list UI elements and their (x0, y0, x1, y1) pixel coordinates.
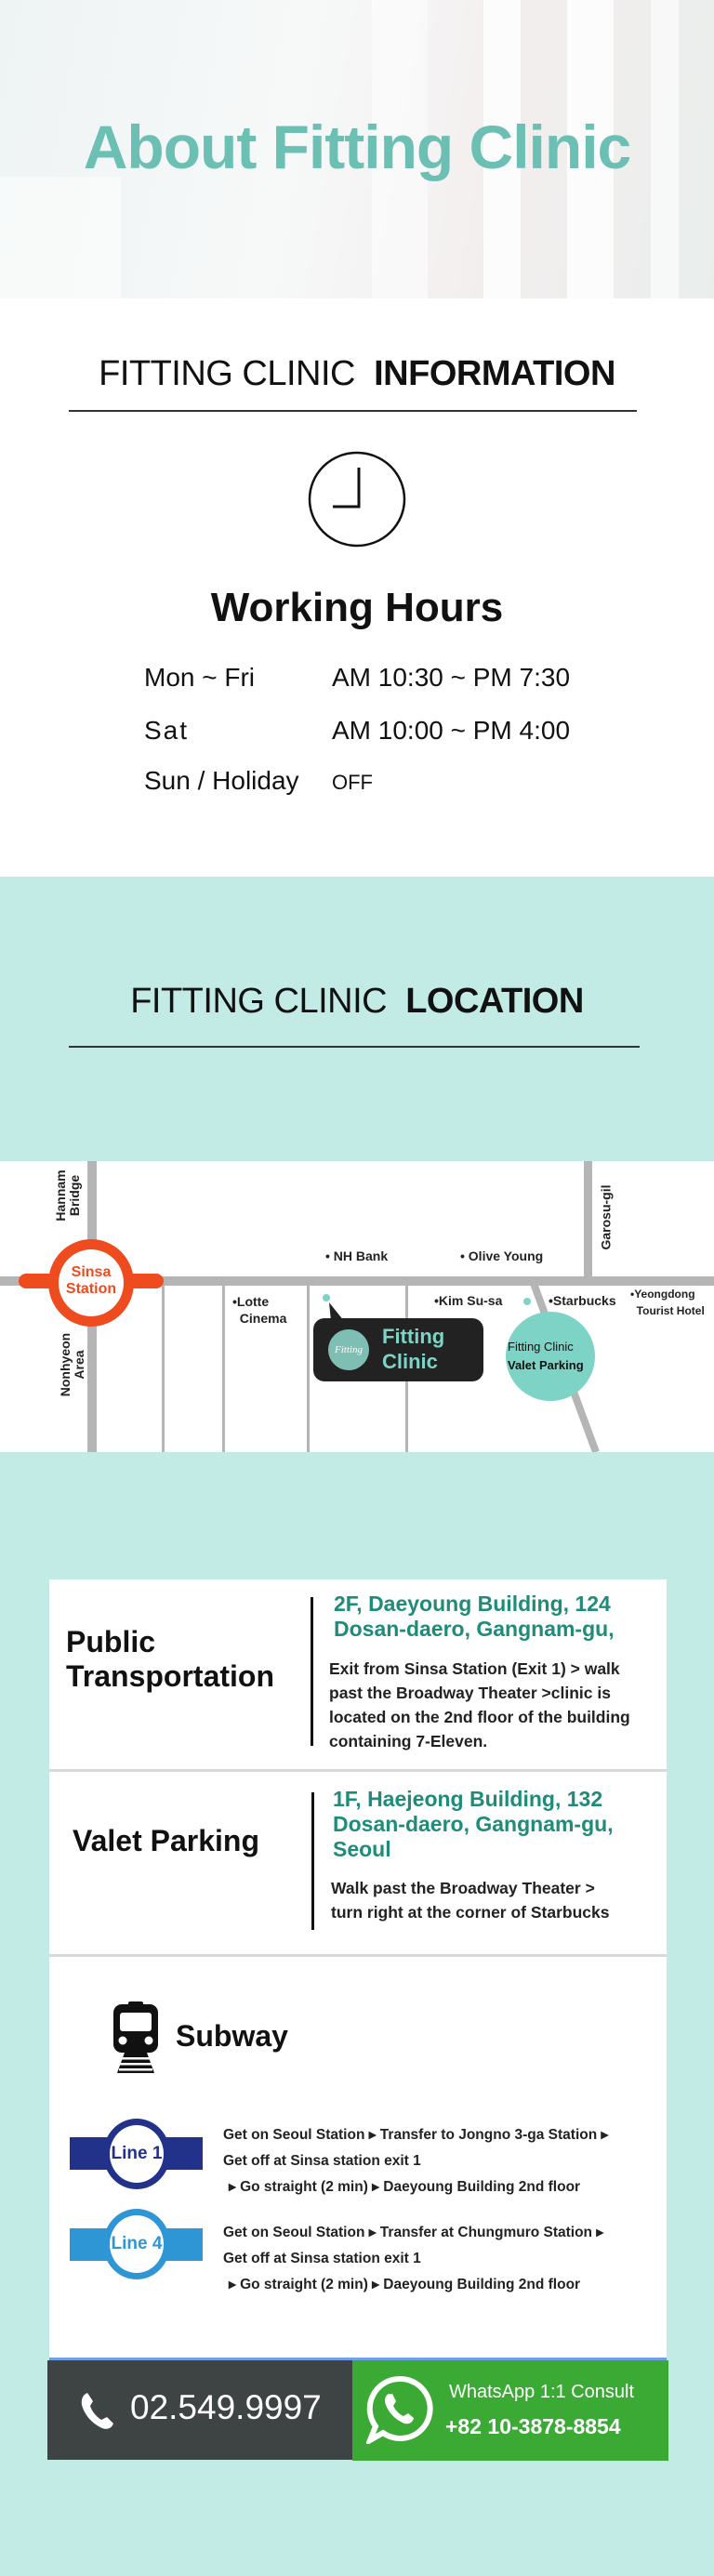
line-1-steps: Get on Seoul Station ▸ Transfer to Jongn… (223, 2127, 609, 2195)
hours-day: Mon ~ Fri (144, 663, 256, 692)
divider (69, 410, 637, 412)
nh-bank-label: • NH Bank (325, 1248, 389, 1263)
line-4-badge: Line 4 (103, 2209, 170, 2279)
directions-text: Walk past the Broadway Theater >turn rig… (331, 1879, 610, 1922)
heading-bold: LOCATION (405, 982, 584, 1021)
heading-bold: INFORMATION (374, 354, 615, 393)
station-name: Station (65, 1281, 117, 1297)
information-section: FITTING CLINIC INFORMATION Working Hours… (0, 298, 714, 877)
subway-train-icon (113, 2001, 158, 2073)
starbucks-label: •Starbucks (549, 1293, 616, 1308)
yeongdong-hotel-label: •Yeongdong Tourist Hotel (630, 1288, 705, 1317)
page-title: About Fitting Clinic (83, 112, 632, 181)
garosu-gil-label: Garosu-gil (598, 1184, 614, 1250)
hours-day: Sun / Holiday (144, 766, 299, 795)
divider (69, 1046, 640, 1048)
working-hours-title: Working Hours (210, 585, 504, 630)
heading-light: FITTING CLINIC (130, 982, 388, 1021)
line-1-badge: Line 1 (103, 2119, 170, 2189)
clinic-logo: Fitting (328, 1329, 369, 1370)
whatsapp-icon (366, 2375, 433, 2444)
hero-banner: About Fitting Clinic (0, 0, 714, 298)
clinic-name: Clinic (382, 1350, 438, 1373)
hours-time: AM 10:00 ~ PM 4:00 (332, 716, 571, 745)
subway-title: Subway (176, 2019, 288, 2053)
valet-label: Fitting Clinic (508, 1340, 574, 1354)
hours-day: Sat (144, 716, 190, 745)
clinic-name: Fitting (382, 1325, 445, 1348)
station-name: Sinsa (71, 1264, 112, 1280)
phone-number: 02.549.9997 (130, 2388, 322, 2426)
hours-time: AM 10:30 ~ PM 7:30 (332, 663, 571, 692)
whatsapp-label: WhatsApp 1:1 Consult (449, 2382, 634, 2402)
phone-call-button[interactable]: 02.549.9997 (47, 2360, 352, 2460)
valet-parking-title: Valet Parking (73, 1824, 259, 1857)
phone-icon (81, 2393, 113, 2429)
hours-time: OFF (332, 771, 373, 794)
line-4-steps: Get on Seoul Station ▸ Transfer at Chung… (223, 2225, 604, 2292)
kim-susa-label: •Kim Su-sa (434, 1293, 503, 1308)
information-heading: FITTING CLINIC INFORMATION (0, 354, 714, 394)
heading-light: FITTING CLINIC (99, 354, 355, 393)
whatsapp-consult-button[interactable]: WhatsApp 1:1 Consult +82 10-3878-8854 (352, 2360, 668, 2461)
location-heading: FITTING CLINIC LOCATION (0, 982, 714, 1022)
valet-label: Valet Parking (508, 1358, 584, 1372)
whatsapp-number: +82 10-3878-8854 (445, 2414, 621, 2438)
clock-icon (308, 451, 406, 548)
olive-young-label: • Olive Young (460, 1248, 544, 1263)
lotte-cinema-label: •Lotte Cinema (232, 1294, 287, 1326)
